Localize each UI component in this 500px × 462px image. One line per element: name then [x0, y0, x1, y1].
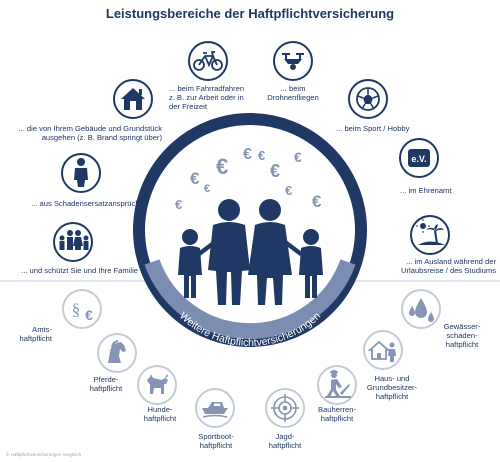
- label-drone: ... beim Drohnenfliegen: [267, 84, 319, 102]
- ev-badge-icon: [408, 149, 430, 167]
- paragraph-euro-icon: §: [72, 300, 81, 319]
- hunde-circle: [137, 365, 177, 405]
- gewaesser-circle: [401, 289, 441, 329]
- label-hausgrund: Haus- und Grundbesitzer-haftpflicht: [366, 374, 418, 401]
- label-bauherren: Bauherren-haftpflicht: [318, 405, 356, 423]
- euro-symbols: € € € € € € € € € €: [175, 146, 322, 212]
- label-person: ... aus Schadensersatzansprüchen: [31, 199, 148, 208]
- beach-circle: [410, 215, 450, 255]
- soccer-circle: [348, 79, 388, 119]
- beach-icon: [416, 219, 445, 245]
- euro-symbol: €: [312, 192, 322, 211]
- euro-symbol: €: [190, 169, 200, 188]
- label-jagd: Jagd-haftpflicht: [268, 432, 302, 450]
- family-illustration: [178, 199, 323, 305]
- drone-circle: [273, 41, 313, 81]
- drone-icon: [282, 53, 304, 70]
- hausgrund-circle: [363, 330, 403, 370]
- ev-badge-text: e.V.: [411, 154, 426, 164]
- house-circle: [113, 79, 153, 119]
- crosshair-icon: [271, 394, 299, 422]
- euro-symbol: €: [243, 146, 252, 163]
- label-pferde: Pferde-haftpflicht: [89, 375, 123, 393]
- euro-symbol: €: [258, 148, 265, 163]
- footer-credit: © Haftpflichtversicherungen Vergleich: [6, 452, 82, 457]
- label-ehrenamt: ... im Ehrenamt: [400, 186, 452, 195]
- bicycle-icon: [193, 51, 223, 71]
- house-icon: [121, 88, 145, 110]
- family-circle: [53, 222, 93, 262]
- euro-symbol: €: [294, 149, 302, 165]
- construction-worker-icon: [325, 370, 351, 398]
- sportboot-circle: [195, 388, 235, 428]
- boat-icon: [202, 402, 228, 418]
- euro-symbol: €: [204, 183, 210, 195]
- label-gewaesser: Gewässer-schaden-haftpflicht: [443, 322, 481, 349]
- label-beach: ... im Ausland während der Urlaubsreise …: [401, 257, 496, 275]
- amts-circle: § €: [62, 289, 102, 329]
- euro-symbol: €: [175, 197, 182, 212]
- person-icon: [74, 158, 88, 187]
- label-sport: ... beim Sport / Hobby: [336, 124, 410, 133]
- label-sportboot: Sportboot-haftpflicht: [198, 432, 234, 450]
- bicycle-circle: [188, 41, 228, 81]
- paragraph-euro-icon-euro: €: [85, 307, 93, 323]
- label-amts: Amts-haftpflicht: [19, 325, 52, 343]
- euro-symbol: €: [285, 183, 292, 198]
- horse-icon: [108, 340, 126, 363]
- euro-symbol: €: [216, 154, 228, 179]
- bauherren-circle: [317, 365, 357, 405]
- dog-icon: [147, 374, 168, 394]
- ev-circle: e.V.: [399, 138, 439, 178]
- label-house: ... die von Ihrem Gebäude und Grundstück…: [18, 124, 162, 142]
- family-icon: [59, 230, 89, 250]
- pferde-circle: [97, 333, 137, 373]
- water-drops-icon: [409, 298, 434, 322]
- label-hunde: Hunde-haftpflicht: [143, 405, 177, 423]
- page-title: Leistungsbereiche der Haftpflichtversich…: [105, 6, 395, 21]
- soccer-ball-icon: [356, 87, 380, 111]
- label-family: ... und schützt Sie und Ihre Familie: [21, 266, 138, 275]
- person-circle: [61, 153, 101, 193]
- house-person-icon: [367, 340, 396, 362]
- euro-symbol: €: [270, 161, 280, 181]
- label-bicycle: ... beim Fahrradfahren z. B. zur Arbeit …: [169, 84, 245, 111]
- jagd-circle: [265, 388, 305, 428]
